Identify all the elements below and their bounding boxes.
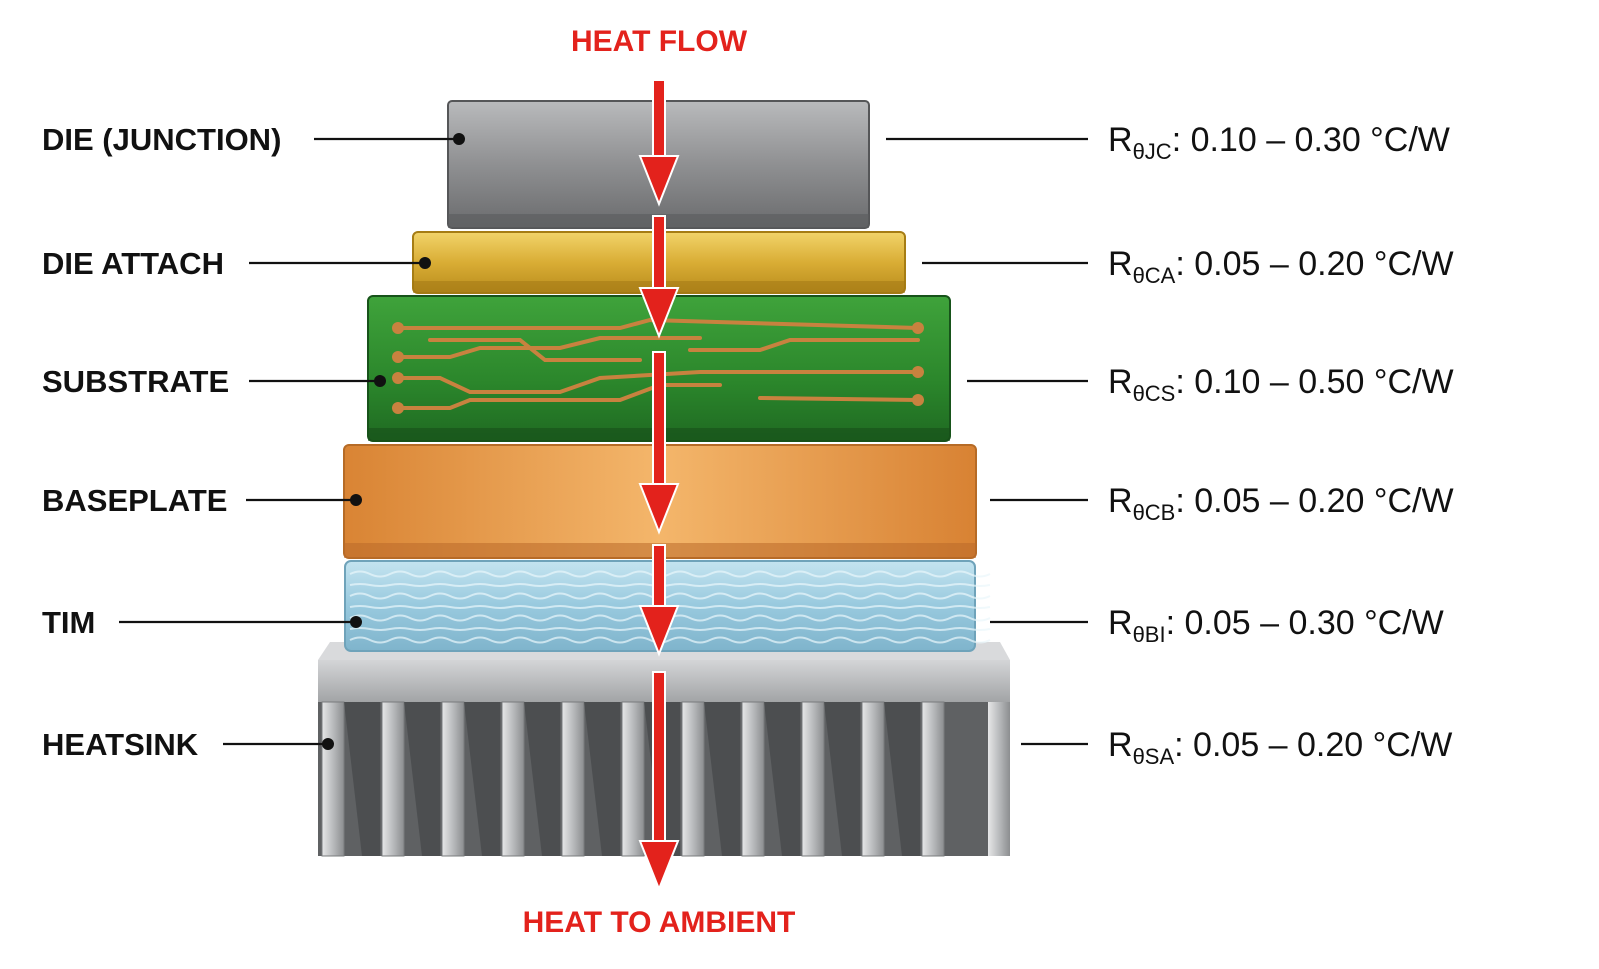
heatsink-fin <box>741 701 765 857</box>
resistance-subscript: θJC <box>1133 139 1172 164</box>
arrow-head <box>638 605 680 657</box>
resistance-symbol: R <box>1108 482 1133 520</box>
heatsink-fin-shadow <box>524 702 560 856</box>
heatsink-fin <box>681 701 705 857</box>
substrate-traces <box>396 317 920 410</box>
layer-label: SUBSTRATE <box>42 364 229 399</box>
tim-wave <box>349 636 991 644</box>
resistance-value: : 0.10 – 0.30 °C/W <box>1172 121 1450 159</box>
tim-wave <box>349 583 991 587</box>
layer-label: DIE ATTACH <box>42 246 224 281</box>
heatsink-fin <box>501 701 525 857</box>
layer-label: HEATSINK <box>42 727 199 762</box>
arrow-head <box>638 483 680 535</box>
resistance-symbol: R <box>1108 604 1133 642</box>
tim-wave <box>349 592 991 600</box>
arrow-shaft <box>652 544 666 611</box>
heatsink-fin-shadow <box>704 702 740 856</box>
resistance-value: : 0.05 – 0.20 °C/W <box>1175 482 1453 520</box>
heat-to-ambient-label: HEAT TO AMBIENT <box>523 906 796 939</box>
arrow-shaft <box>652 215 666 293</box>
thermal-resistance: RθCA: 0.05 – 0.20 °C/W <box>1108 245 1454 288</box>
leader-dot <box>350 494 362 506</box>
heatsink-fin-shadow <box>404 702 440 856</box>
layer-label: BASEPLATE <box>42 483 227 518</box>
heatsink-fin <box>921 701 945 857</box>
heatsink-fin-shadow <box>764 702 800 856</box>
leader-dot <box>350 616 362 628</box>
substrate-trace-pads <box>392 322 924 414</box>
tim-wave <box>349 570 991 578</box>
heatsink-fin-shadow <box>344 702 380 856</box>
tim-wave <box>349 627 991 631</box>
arrow-shaft <box>652 671 666 846</box>
resistance-subscript: θCS <box>1133 381 1176 406</box>
leader-dot <box>322 738 334 750</box>
heatsink-fin <box>861 701 885 857</box>
resistance-value: : 0.10 – 0.50 °C/W <box>1175 363 1453 401</box>
heatsink-fin-shadow <box>464 702 500 856</box>
thermal-resistance: RθCB: 0.05 – 0.20 °C/W <box>1108 482 1454 525</box>
layer-label: DIE (JUNCTION) <box>42 122 281 157</box>
arrow-head <box>638 840 680 892</box>
heatsink-fin-shadow <box>884 702 920 856</box>
arrow-shaft <box>652 79 666 161</box>
heatsink-fin-shadow <box>584 702 620 856</box>
resistance-symbol: R <box>1108 121 1133 159</box>
layer-labels: DIE (JUNCTION) DIE ATTACH SUBSTRATE BASEPLA… <box>42 122 281 762</box>
resistance-symbol: R <box>1108 726 1133 764</box>
thermal-resistance: RθJC: 0.10 – 0.30 °C/W <box>1108 121 1450 164</box>
leader-dot <box>374 375 386 387</box>
thermal-resistance: RθCS: 0.10 – 0.50 °C/W <box>1108 363 1454 406</box>
heatsink-fin-shadow <box>824 702 860 856</box>
heatsink-fin <box>621 701 645 857</box>
resistance-symbol: R <box>1108 363 1133 401</box>
resistance-symbol: R <box>1108 245 1133 283</box>
heatsink-fin <box>441 701 465 857</box>
leader-dot <box>419 257 431 269</box>
arrow-head <box>638 155 680 207</box>
thermal-resistance: RθBI: 0.05 – 0.30 °C/W <box>1108 604 1444 647</box>
thermal-resistance: RθSA: 0.05 – 0.20 °C/W <box>1108 726 1452 769</box>
leader-dot <box>453 133 465 145</box>
heatsink-fin <box>381 701 405 857</box>
layer-label: TIM <box>42 605 95 640</box>
arrow-shaft <box>652 351 666 489</box>
leader-lines <box>119 133 1088 750</box>
arrow-head <box>638 287 680 339</box>
heat-flow-arrow <box>638 79 680 892</box>
heatsink-fin <box>321 701 345 857</box>
resistance-value: : 0.05 – 0.30 °C/W <box>1166 604 1444 642</box>
resistance-subscript: θCA <box>1133 263 1176 288</box>
resistance-subscript: θCB <box>1133 500 1176 525</box>
heat-flow-label: HEAT FLOW <box>571 25 748 58</box>
resistance-subscript: θSA <box>1133 744 1175 769</box>
heatsink-fin <box>801 701 825 857</box>
heatsink-fin <box>988 702 1010 856</box>
resistance-value: : 0.05 – 0.20 °C/W <box>1174 726 1452 764</box>
resistance-subscript: θBI <box>1133 622 1166 647</box>
resistance-value: : 0.05 – 0.20 °C/W <box>1175 245 1453 283</box>
heatsink-fin <box>561 701 585 857</box>
